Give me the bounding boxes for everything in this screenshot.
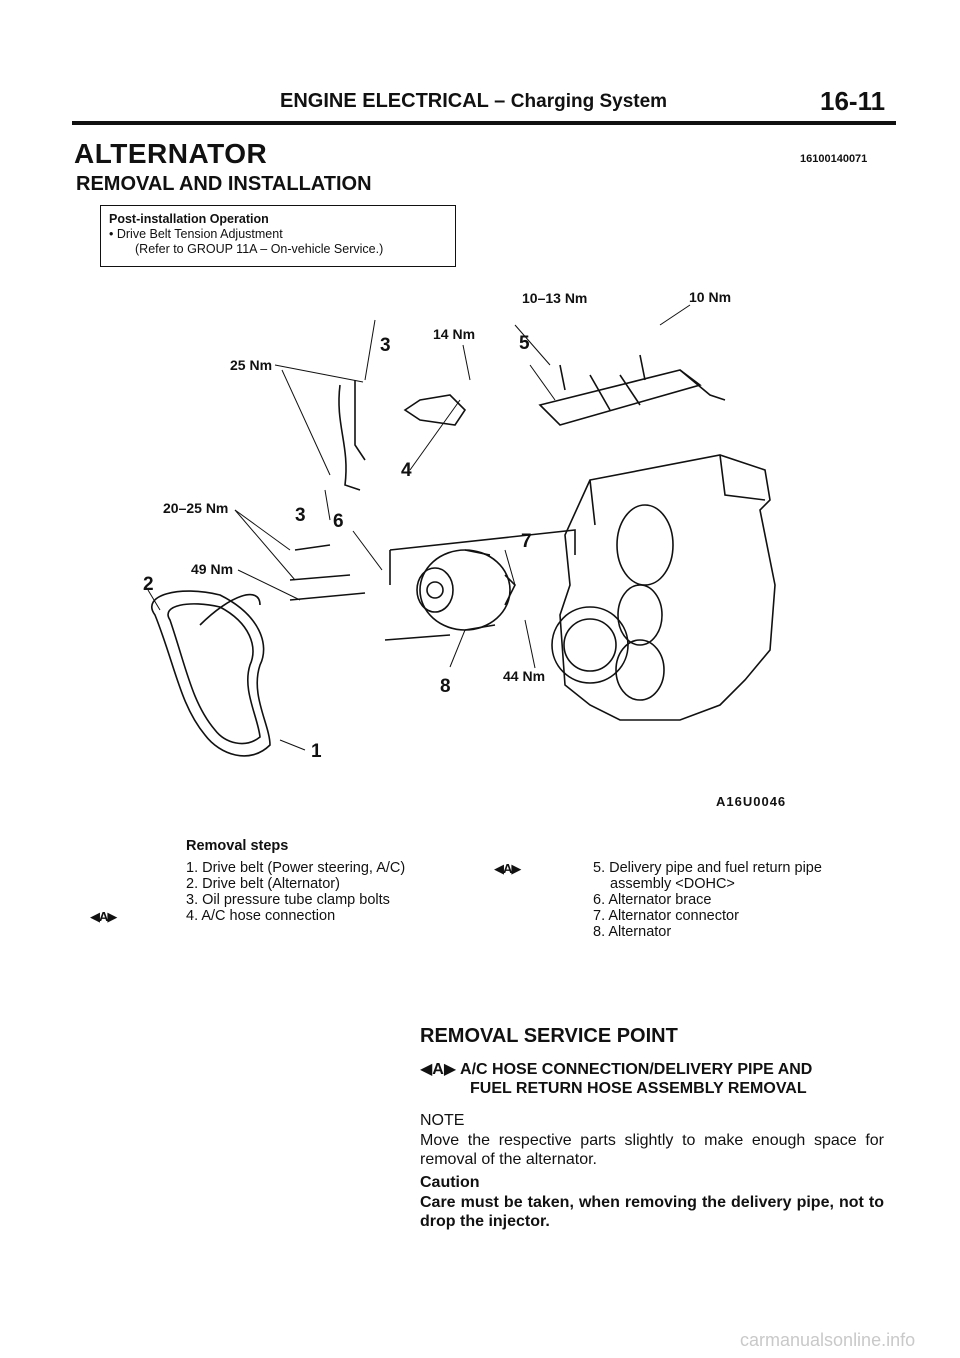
figure-code: A16U0046 <box>716 794 787 809</box>
engine-bore <box>617 584 663 646</box>
subsection-title: Charging System <box>510 91 668 112</box>
engine-bore <box>615 639 665 701</box>
document-code: 16100140071 <box>800 153 868 165</box>
removal-step: 5. Delivery pipe and fuel return pipe <box>593 860 822 876</box>
service-point-subheading-line1: ◀A▶ A/C HOSE CONNECTION/DELIVERY PIPE AN… <box>420 1061 813 1078</box>
service-point-heading: REMOVAL SERVICE POINT <box>420 1025 678 1047</box>
callout-number: 7 <box>521 531 532 552</box>
service-point-subheading: ◀A▶ A/C HOSE CONNECTION/DELIVERY PIPE AN… <box>420 1060 890 1098</box>
removal-steps-right: 5. Delivery pipe and fuel return pipe as… <box>593 860 822 940</box>
note-text: Move the respective parts slightly to ma… <box>420 1132 884 1168</box>
page-number: 16-11 <box>820 86 886 116</box>
post-installation-ref: (Refer to GROUP 11A – On-vehicle Service… <box>135 242 384 256</box>
removal-step: 2. Drive belt (Alternator) <box>186 876 340 892</box>
service-point-marker: ◀A▶ <box>494 861 521 876</box>
section-title: ENGINE ELECTRICAL <box>280 90 489 112</box>
caution-text: Care must be taken, when removing the de… <box>420 1194 884 1230</box>
callout-number: 1 <box>311 741 322 762</box>
removal-step: 4. A/C hose connection <box>186 908 336 924</box>
exploded-diagram <box>147 304 776 757</box>
service-point-marker: ◀A▶ <box>90 909 117 924</box>
page-subtitle: REMOVAL AND INSTALLATION <box>76 173 372 195</box>
removal-steps-heading: Removal steps <box>186 838 289 854</box>
callout-number: 3 <box>380 335 391 356</box>
post-installation-box: Post-installation Operation • Drive Belt… <box>100 205 456 267</box>
torque-label: 49 Nm <box>191 561 234 577</box>
section-header: ENGINE ELECTRICAL – Charging System <box>280 90 667 113</box>
torque-label: 10 Nm <box>689 289 732 305</box>
torque-label: 44 Nm <box>503 668 546 684</box>
torque-label: 20–25 Nm <box>163 500 229 516</box>
oil-tube-outline <box>338 384 361 491</box>
alternator-body <box>419 549 511 631</box>
removal-step: 3. Oil pressure tube clamp bolts <box>186 892 390 908</box>
crank-pulley-outline <box>551 606 629 684</box>
post-installation-heading: Post-installation Operation <box>109 212 269 226</box>
engine-block-outline <box>559 454 776 721</box>
callout-number: 5 <box>519 333 530 354</box>
callout-number: 2 <box>143 574 154 595</box>
service-point-subheading-line2: FUEL RETURN HOSE ASSEMBLY REMOVAL <box>470 1080 807 1097</box>
callout-number: 8 <box>440 676 451 697</box>
torque-label: 25 Nm <box>230 357 273 373</box>
removal-step: 1. Drive belt (Power steering, A/C) <box>186 860 406 876</box>
engine-bore <box>616 504 674 586</box>
removal-step: 6. Alternator brace <box>593 892 712 908</box>
removal-steps-left: 1. Drive belt (Power steering, A/C) 2. D… <box>186 860 405 924</box>
callout-number: 3 <box>295 505 306 526</box>
caution-heading: Caution <box>420 1174 480 1191</box>
header-rule <box>72 121 896 125</box>
watermark: carmanualsonline.info <box>740 1330 916 1350</box>
drive-belt-outline <box>151 590 271 757</box>
callout-number: 6 <box>333 511 344 532</box>
removal-step-continued: assembly <DOHC> <box>610 876 735 892</box>
removal-step: 8. Alternator <box>593 924 672 940</box>
note-heading: NOTE <box>420 1112 465 1129</box>
header-separator: – <box>494 90 506 112</box>
callout-number: 4 <box>401 460 412 481</box>
bolt-long <box>384 634 451 641</box>
post-installation-item: • Drive Belt Tension Adjustment <box>109 227 283 241</box>
removal-step: 7. Alternator connector <box>593 908 739 924</box>
page-title: ALTERNATOR <box>74 138 268 169</box>
fuel-rail-outline <box>538 369 702 426</box>
torque-label: 10–13 Nm <box>522 290 588 306</box>
torque-label: 14 Nm <box>433 326 476 342</box>
